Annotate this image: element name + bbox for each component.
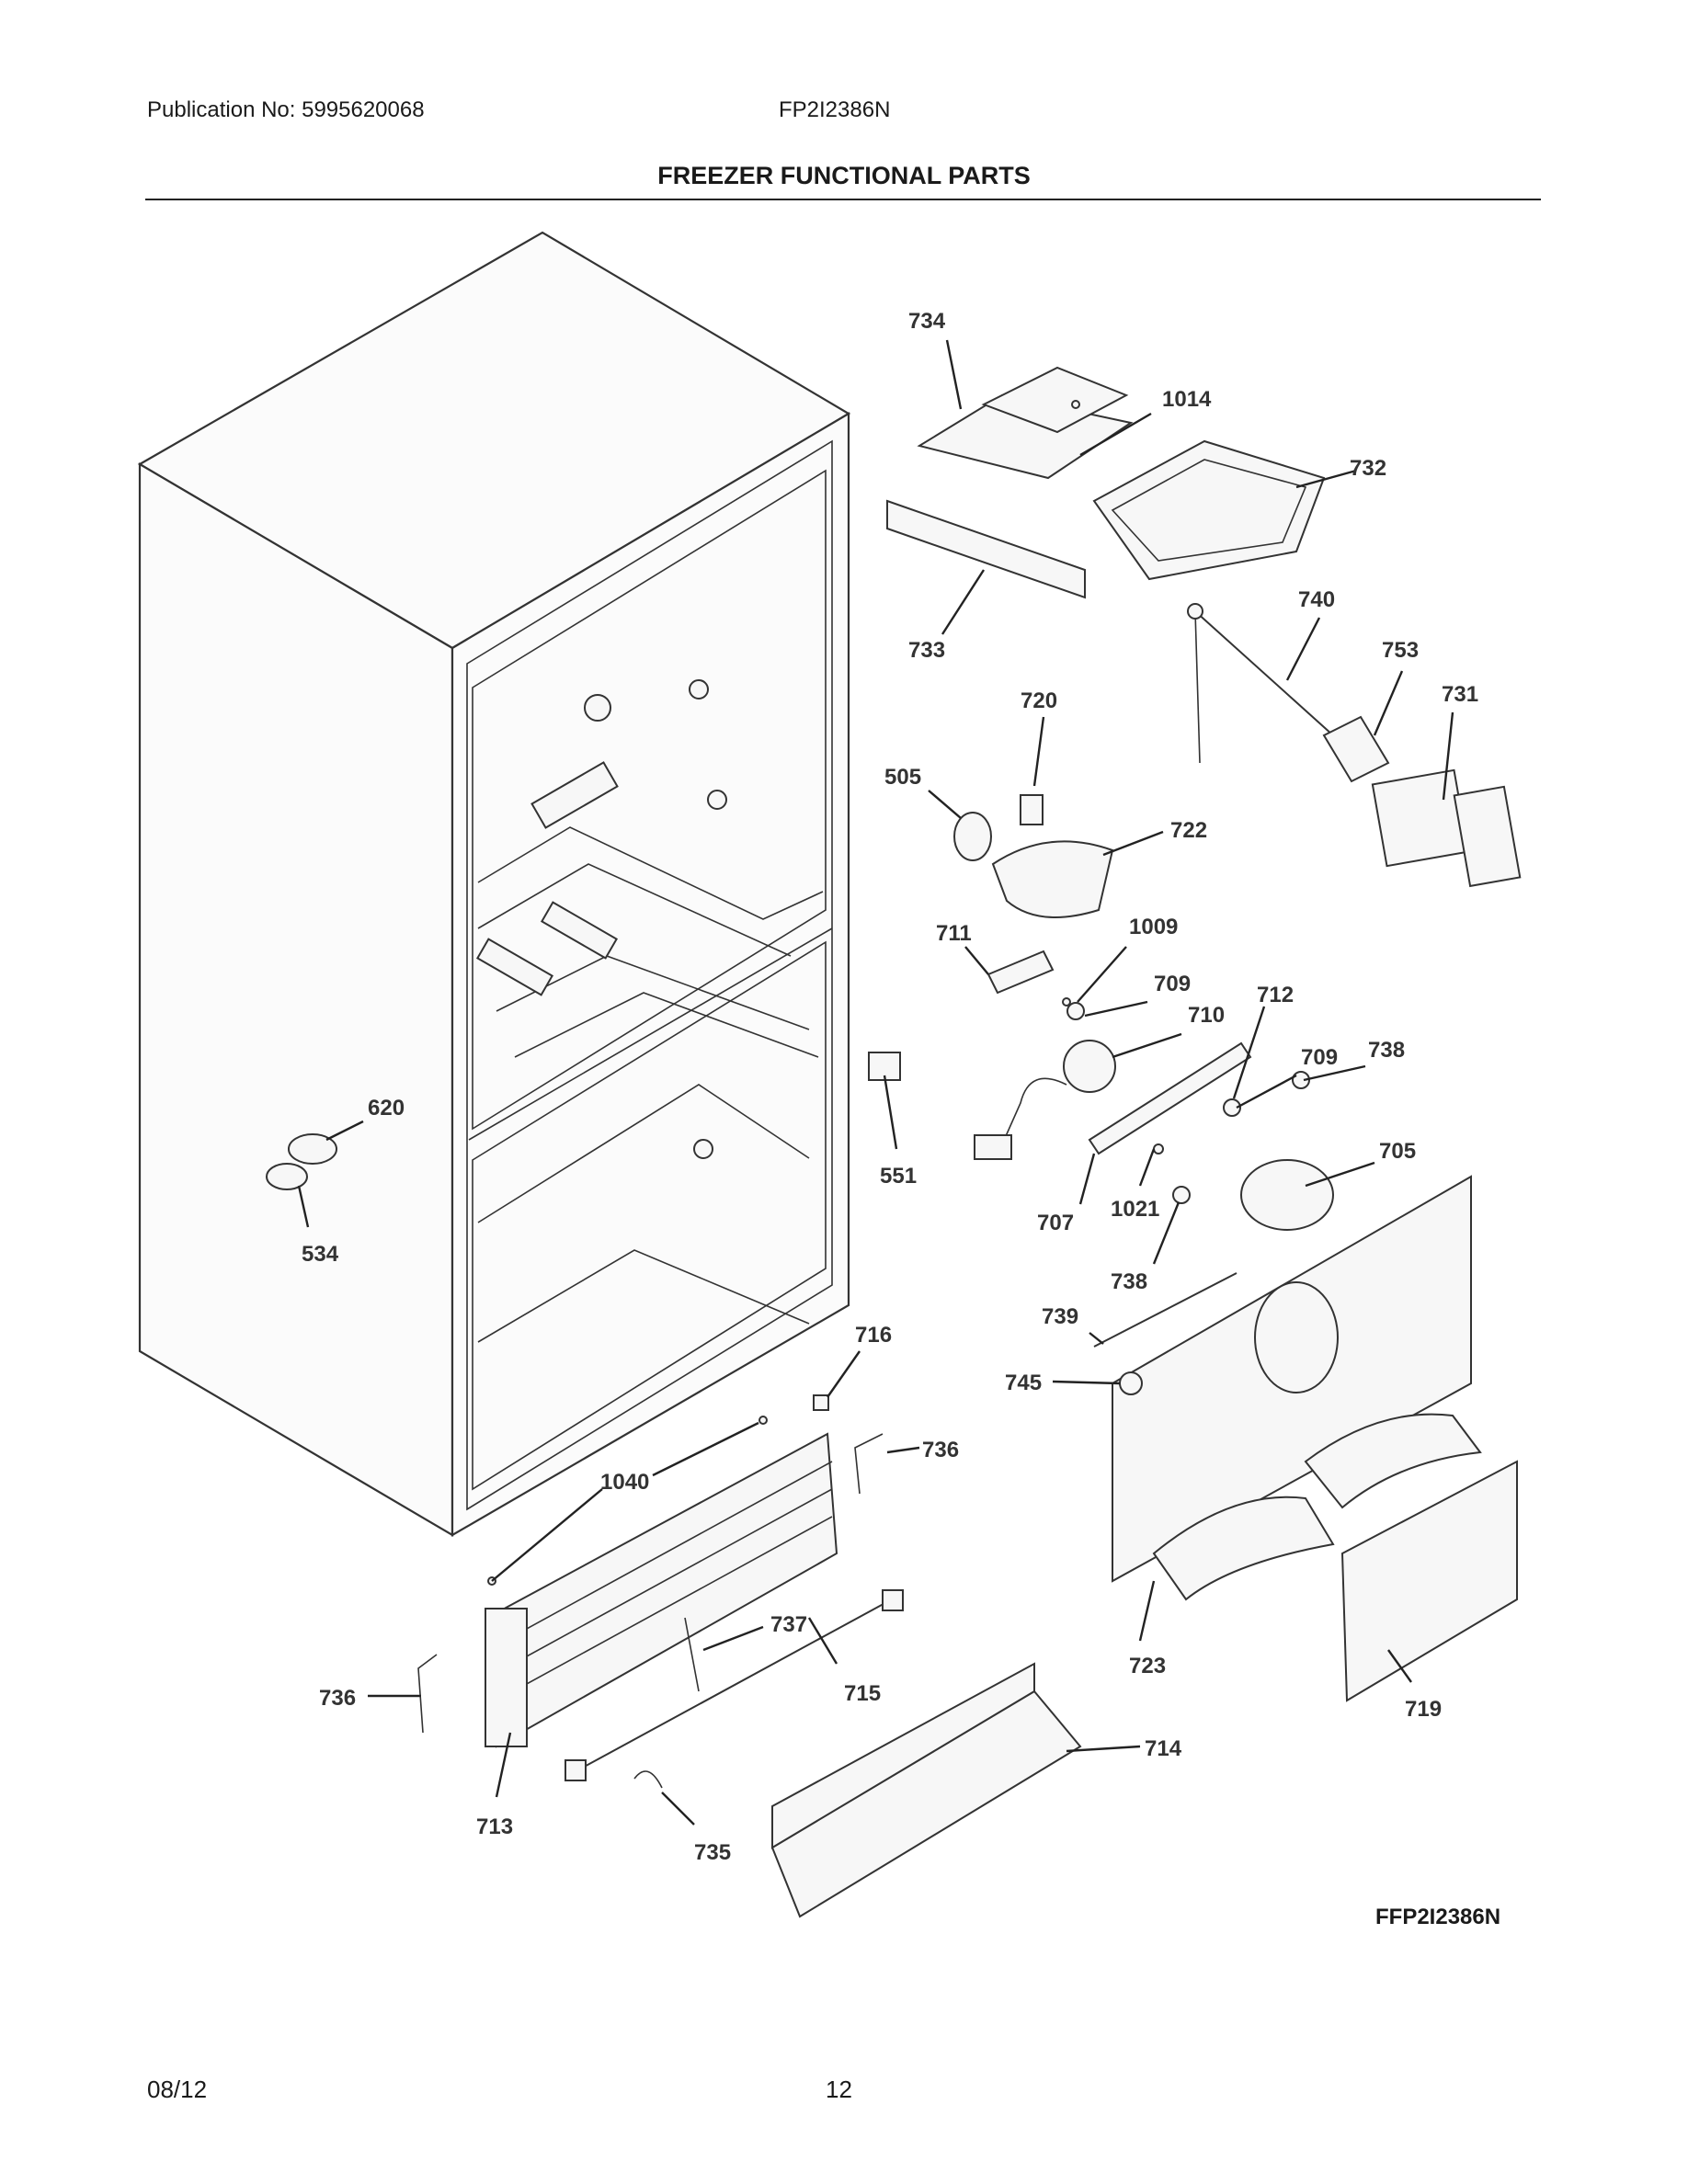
part-740-fill-tube bbox=[1187, 603, 1334, 764]
callout-1021: 1021 bbox=[1111, 1197, 1159, 1222]
small-screws bbox=[487, 400, 1164, 1586]
part-713-evaporator bbox=[485, 1432, 838, 1748]
part-736-clip bbox=[417, 1433, 884, 1734]
callout-737: 737 bbox=[770, 1612, 807, 1637]
callout-736: 736 bbox=[922, 1438, 959, 1462]
callout-716: 716 bbox=[855, 1323, 892, 1348]
callout-715: 715 bbox=[844, 1681, 881, 1706]
callout-723: 723 bbox=[1129, 1654, 1166, 1678]
callout-1014: 1014 bbox=[1162, 387, 1212, 412]
callout-739: 739 bbox=[1042, 1304, 1078, 1329]
callout-745: 745 bbox=[1005, 1371, 1042, 1395]
part-745-evaporator-cover bbox=[1112, 1175, 1472, 1583]
callout-505: 505 bbox=[884, 765, 921, 790]
callout-713: 713 bbox=[476, 1814, 513, 1839]
callout-733: 733 bbox=[908, 638, 945, 663]
part-731-icemaker bbox=[1371, 768, 1522, 888]
callout-736b: 736 bbox=[319, 1686, 356, 1711]
part-733-rail bbox=[886, 499, 1086, 599]
part-709-grommet bbox=[1066, 1002, 1241, 1117]
callout-714: 714 bbox=[1145, 1736, 1182, 1761]
part-719-cover bbox=[1340, 1460, 1518, 1702]
callout-712: 712 bbox=[1257, 983, 1294, 1007]
callout-731: 731 bbox=[1442, 682, 1478, 707]
callout-740: 740 bbox=[1298, 587, 1335, 612]
diagram-code: FFP2I2386N bbox=[1375, 1905, 1501, 1929]
part-715-heater bbox=[565, 1589, 904, 1781]
callout-707: 707 bbox=[1037, 1211, 1074, 1235]
part-707-bracket bbox=[1088, 1041, 1252, 1155]
part-716-clip bbox=[813, 1394, 829, 1411]
part-722-light-shield bbox=[991, 840, 1114, 918]
part-732-cover bbox=[1092, 439, 1326, 581]
callout-705: 705 bbox=[1379, 1139, 1416, 1164]
page-title: FREEZER FUNCTIONAL PARTS bbox=[657, 162, 1031, 189]
part-505-bulb bbox=[953, 812, 992, 861]
callout-534: 534 bbox=[302, 1242, 339, 1267]
callout-709: 709 bbox=[1154, 972, 1191, 996]
page-number: 12 bbox=[826, 2076, 852, 2103]
part-723-duct bbox=[1152, 1413, 1482, 1601]
callout-732: 732 bbox=[1350, 456, 1386, 481]
callout-551: 551 bbox=[880, 1164, 917, 1189]
part-735-clip bbox=[633, 1770, 663, 1789]
part-534-knob bbox=[266, 1163, 308, 1190]
footer-date: 08/12 bbox=[147, 2076, 208, 2103]
callout-709b: 709 bbox=[1301, 1045, 1338, 1070]
callout-753: 753 bbox=[1382, 638, 1419, 663]
callout-1009: 1009 bbox=[1129, 915, 1178, 939]
callout-719: 719 bbox=[1405, 1697, 1442, 1722]
callout-738: 738 bbox=[1368, 1038, 1405, 1063]
callout-720: 720 bbox=[1021, 688, 1057, 713]
callout-labels: 734 1014 732 733 740 753 731 720 505 722… bbox=[302, 309, 1478, 1865]
part-738-grommet bbox=[1172, 1071, 1310, 1204]
part-705-fan-blade bbox=[1240, 1159, 1334, 1231]
model-number: FP2I2386N bbox=[779, 97, 891, 122]
part-714-drain-trough bbox=[770, 1662, 1082, 1918]
part-710-fan-motor bbox=[974, 1040, 1116, 1160]
callout-710: 710 bbox=[1188, 1003, 1225, 1028]
publication-number: Publication No: 5995620068 bbox=[147, 97, 425, 122]
callout-1040: 1040 bbox=[600, 1470, 649, 1495]
callout-620: 620 bbox=[368, 1096, 405, 1120]
leader-lines bbox=[297, 339, 1454, 1826]
callout-738b: 738 bbox=[1111, 1269, 1147, 1294]
callout-734: 734 bbox=[908, 309, 946, 334]
callout-711: 711 bbox=[936, 921, 972, 946]
part-734-shelf bbox=[917, 366, 1134, 480]
part-620-control bbox=[288, 1133, 337, 1165]
title-divider bbox=[145, 199, 1541, 200]
part-753-bracket bbox=[1322, 715, 1390, 783]
callout-735: 735 bbox=[694, 1840, 731, 1865]
part-720-socket bbox=[1020, 794, 1044, 825]
callout-722: 722 bbox=[1170, 818, 1207, 843]
part-739-strip bbox=[1093, 1272, 1237, 1348]
part-737-clip bbox=[684, 1617, 700, 1692]
freezer-cabinet bbox=[137, 231, 851, 1537]
part-711-bracket bbox=[987, 950, 1055, 995]
